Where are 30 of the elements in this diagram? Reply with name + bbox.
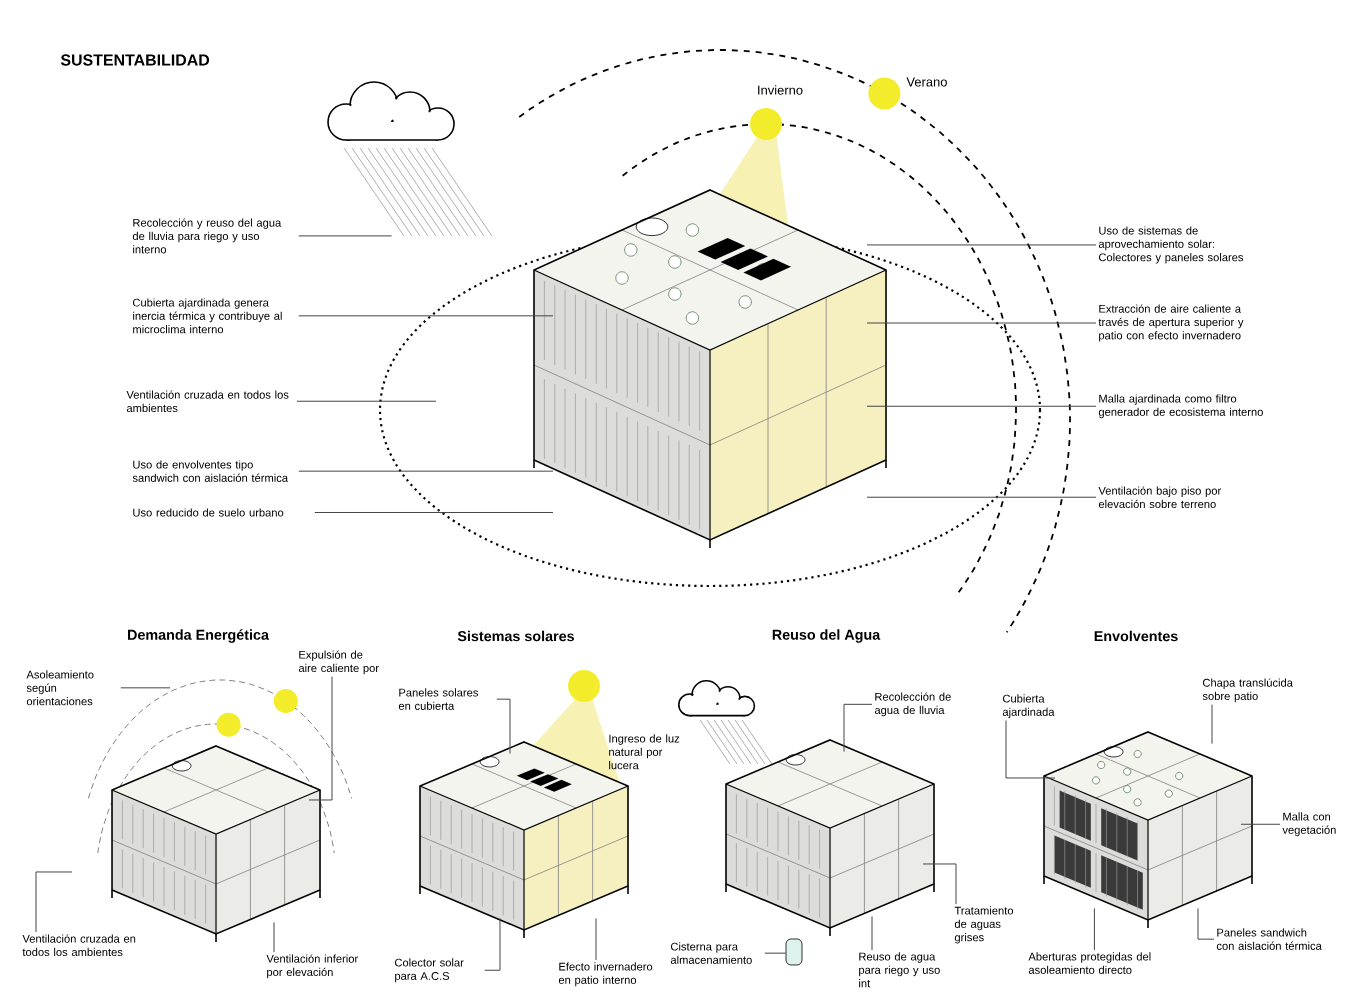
leader-line: [866, 405, 1097, 407]
tank: [785, 938, 803, 966]
leader-line: [1197, 907, 1215, 940]
leader-line: [296, 400, 437, 402]
leader-line: [595, 917, 597, 961]
rain-cloud-drawing: [327, 81, 493, 237]
leader-line: [1240, 823, 1281, 825]
leader-line: [1005, 720, 1056, 779]
leader-line: [1211, 704, 1213, 745]
leader-line: [120, 687, 171, 689]
leader-line: [314, 512, 554, 513]
leader-line: [866, 322, 1097, 324]
leader-line: [298, 315, 554, 317]
leader-line: [35, 871, 73, 933]
building-drawing: [533, 189, 887, 549]
leader-line: [866, 244, 1097, 246]
leader-line: [273, 921, 275, 953]
leader-line: [866, 496, 1097, 498]
leader-line: [298, 235, 393, 237]
leader-line: [843, 703, 873, 753]
building-drawing: [1043, 731, 1253, 929]
leader-line: [922, 863, 957, 905]
leader-line: [496, 698, 511, 755]
leader-line: [484, 917, 501, 971]
leader-line: [298, 470, 554, 472]
leader-line: [871, 915, 873, 951]
leader-line: [308, 676, 333, 801]
leader-line: [1093, 907, 1095, 951]
building-drawing: [725, 739, 935, 937]
leader-line: [764, 952, 787, 954]
